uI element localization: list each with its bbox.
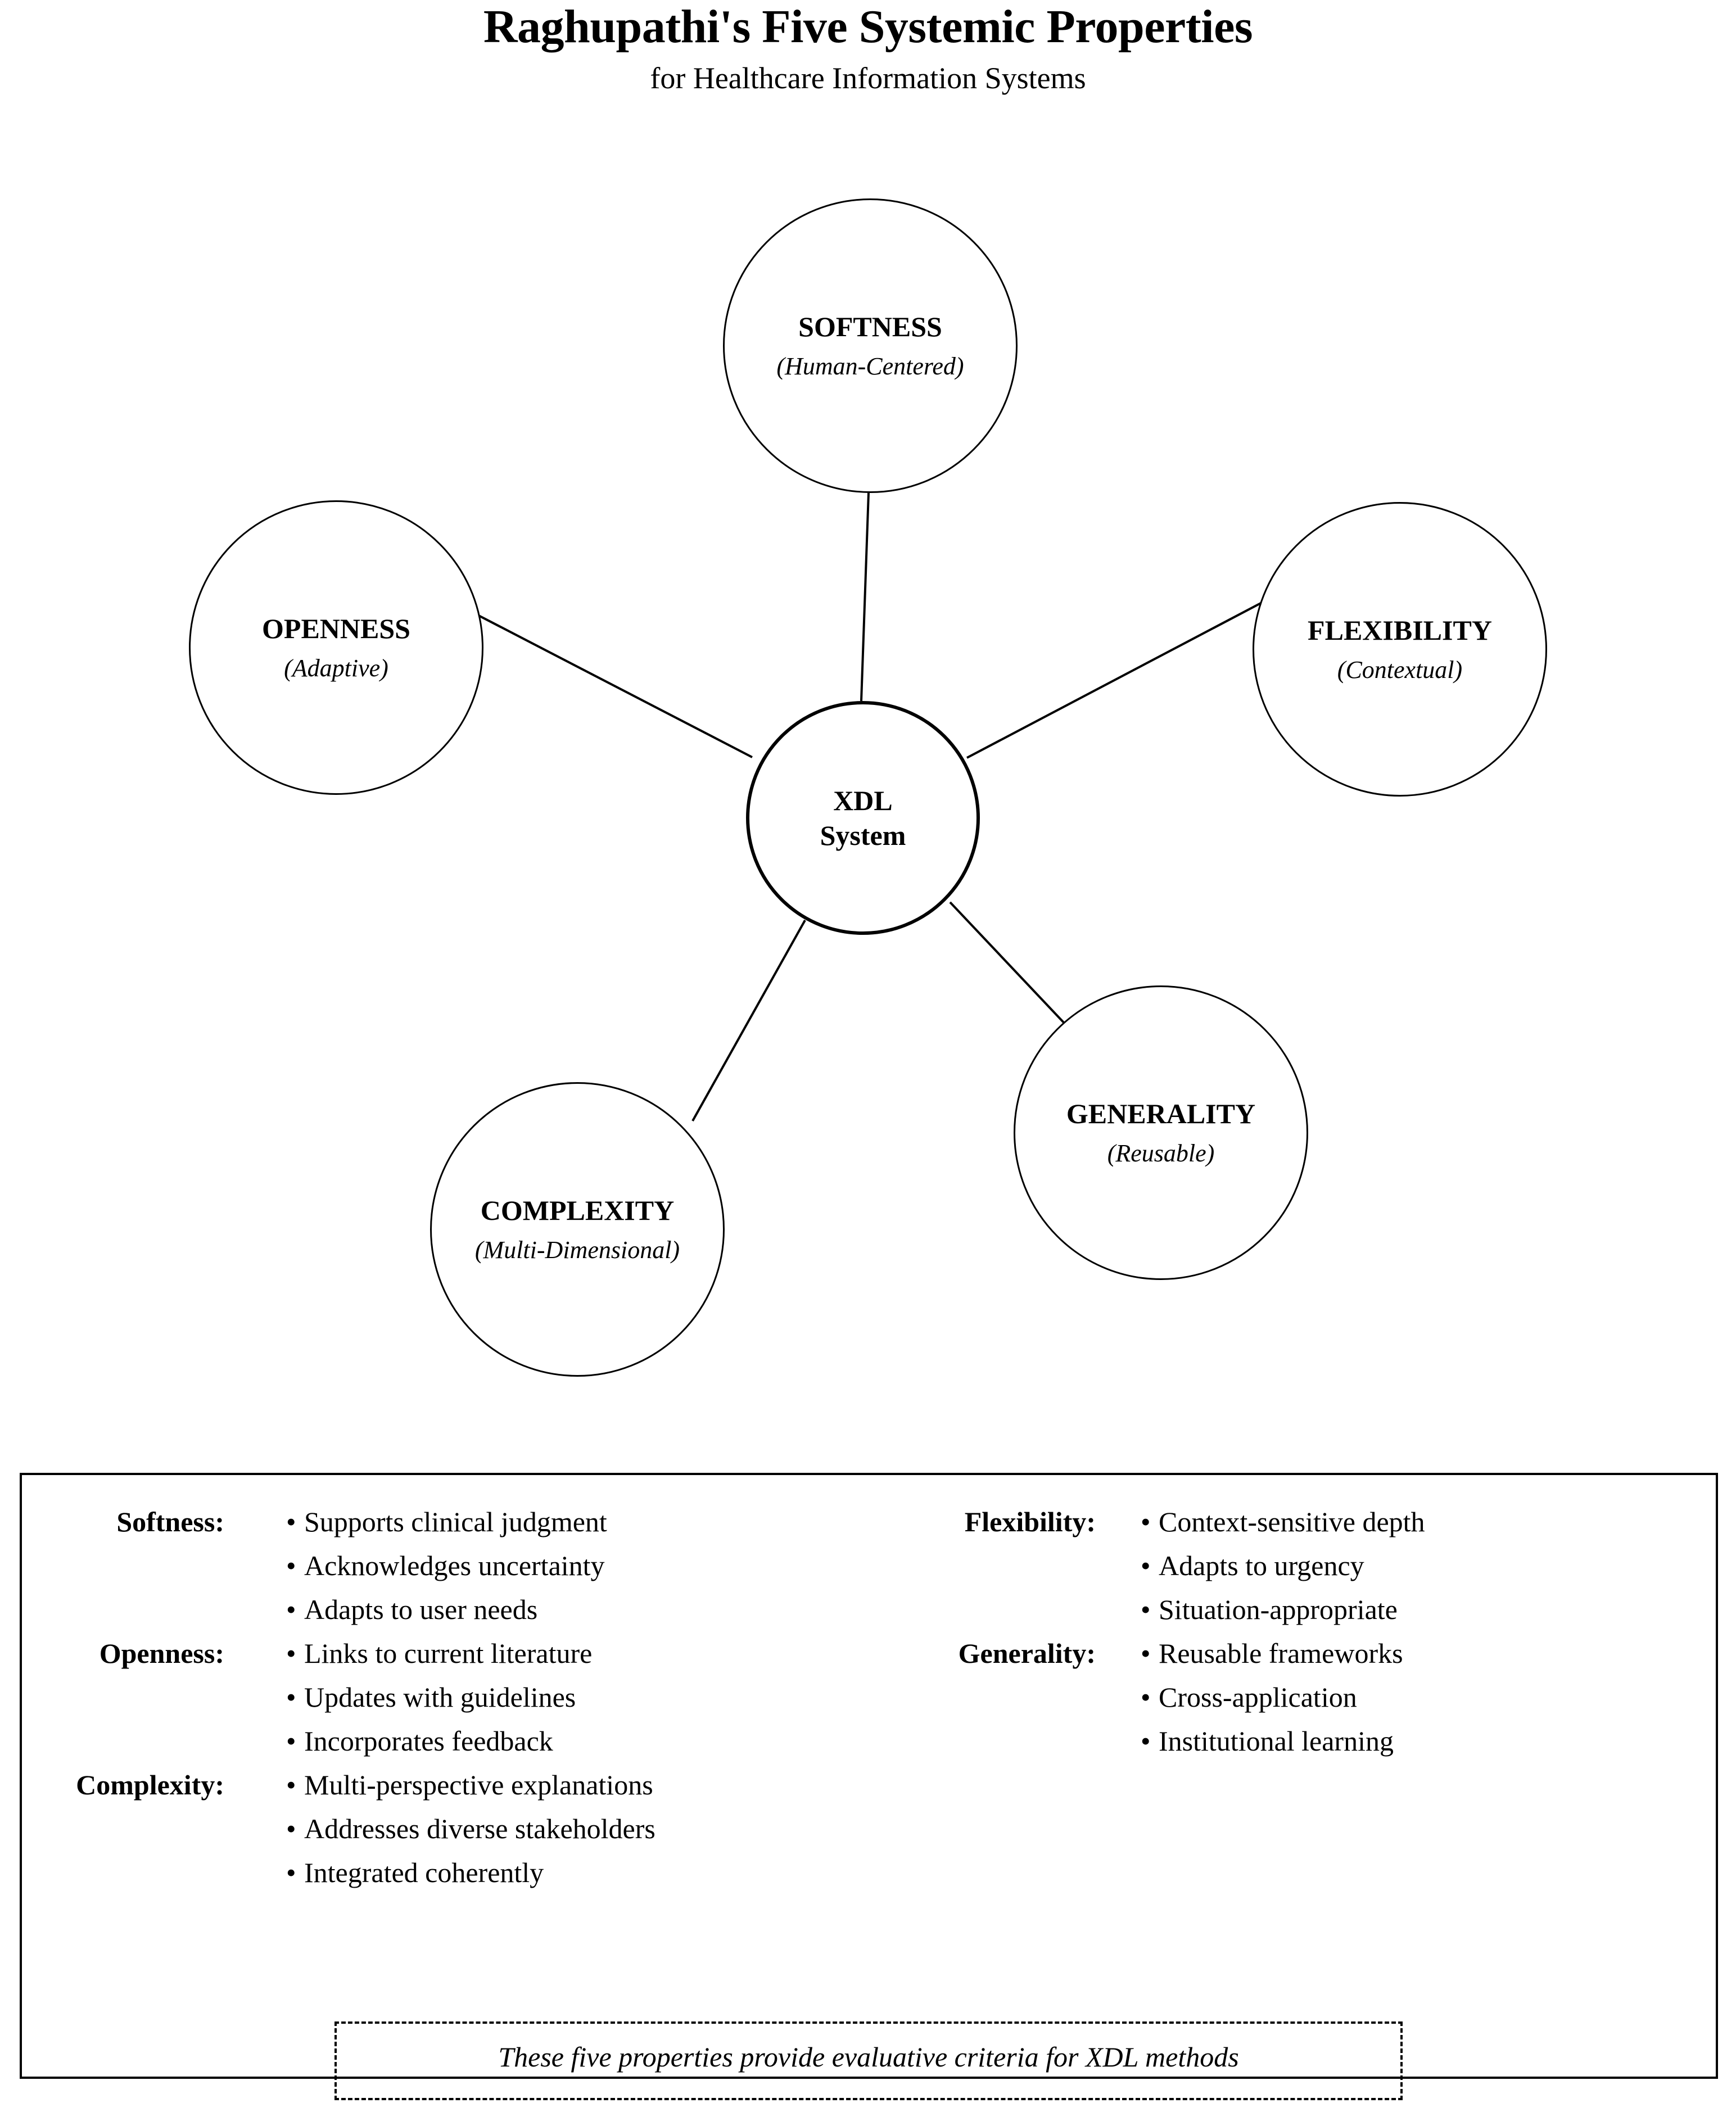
bullet-icon: • [286,1594,296,1625]
node-flexibility-title: FLEXIBILITY [1308,614,1492,646]
spoke-line-openness [471,610,753,758]
node-complexity-title: COMPLEXITY [480,1194,675,1226]
list-item-text: Links to current literature [304,1638,593,1669]
list-item-text: Reusable frameworks [1159,1638,1403,1669]
spoke-lines-group [471,492,1267,1121]
bullet-icon: • [286,1550,296,1581]
node-softness[interactable]: SOFTNESS (Human-Centered) [723,198,1018,493]
bullet-icon: • [1141,1725,1151,1757]
bullet-icon: • [1141,1594,1151,1625]
list-item: • Situation-appropriate [1141,1595,1425,1623]
list-item: • Links to current literature [286,1639,592,1667]
legend-label-softness: Softness: [116,1506,224,1537]
legend-items-complexity: •Multi-perspective explanations •Address… [286,1771,655,1902]
legend-panel: Softness: • Supports clinical judgment • A… [20,1473,1718,2079]
list-item-text: Addresses diverse stakeholders [304,1813,655,1844]
legend-items-flexibility: • Context-sensitive depth • Adapts to urge… [1141,1508,1425,1639]
bullet-icon: • [1141,1550,1151,1581]
page-subtitle: for Healthcare Information Systems [650,61,1086,96]
node-flexibility[interactable]: FLEXIBILITY (Contextual) [1253,502,1547,797]
bullet-icon: • [286,1681,296,1713]
legend-label-openness: Openness: [99,1638,224,1669]
list-item: • Acknowledges uncertainty [286,1552,607,1580]
legend-label-complexity: Complexity: [76,1769,224,1801]
list-item-text: Situation-appropriate [1159,1594,1398,1625]
bullet-icon: • [286,1813,296,1844]
bullet-icon: • [286,1725,296,1757]
spoke-line-flexibility [966,599,1267,759]
node-generality-subtitle: (Reusable) [1107,1139,1215,1168]
legend-group-openness: Openness: • Links to current literature •… [22,1638,593,1771]
node-generality[interactable]: GENERALITY (Reusable) [1014,985,1308,1280]
legend-label-generality: Generality: [958,1638,1096,1669]
spoke-line-generality [949,901,1066,1025]
page-title: Raghupathi's Five Systemic Properties [483,1,1253,53]
legend-label-flexibility: Flexibility: [964,1506,1096,1537]
legend-items-openness: •Links to current literature •Updates wi… [286,1639,592,1771]
hub-and-spoke-diagram: SOFTNESS (Human-Centered) FLEXIBILITY (C… [189,198,1547,1377]
bullet-icon: • [286,1506,296,1537]
list-item: •Incorporates feedback [286,1727,592,1755]
bullet-icon: • [286,1638,296,1669]
legend-group-softness: Softness: • Supports clinical judgment • A… [22,1508,607,1639]
list-item-text: Adapts to user needs [304,1594,538,1625]
list-item-text: Supports clinical judgment [304,1506,607,1537]
legend-group-flexibility: Flexibility: • Context-sensitive depth • A… [854,1508,1425,1639]
node-complexity[interactable]: COMPLEXITY (Multi-Dimensional) [430,1082,725,1377]
bullet-icon: • [1141,1638,1151,1669]
list-item: •Cross-application [1141,1683,1403,1711]
node-xdl-system-line1: XDL [833,784,893,816]
list-item: • Adapts to user needs [286,1595,607,1623]
spoke-line-complexity [691,920,806,1121]
bullet-icon: • [286,1769,296,1801]
list-item-text: Integrated coherently [304,1857,544,1888]
node-xdl-system[interactable]: XDL System [746,701,980,935]
spoke-line-softness [860,492,870,702]
list-item: •Updates with guidelines [286,1683,592,1711]
list-item-text: Adapts to urgency [1159,1550,1364,1581]
legend-group-complexity: Complexity: •Multi-perspective explanati… [22,1771,655,1902]
page-header: Raghupathi's Five Systemic Properties fo… [0,0,1736,96]
list-item: • Adapts to urgency [1141,1552,1425,1580]
list-item: •Multi-perspective explanations [286,1771,655,1799]
legend-items-generality: •Reusable frameworks •Cross-application … [1141,1639,1403,1771]
node-flexibility-subtitle: (Contextual) [1337,656,1463,684]
list-item: •Institutional learning [1141,1727,1403,1755]
node-softness-title: SOFTNESS [798,310,942,342]
list-item: • Reusable frameworks [1141,1639,1403,1667]
list-item: • Addresses diverse stakeholders [286,1815,655,1843]
node-openness[interactable]: OPENNESS (Adaptive) [189,500,483,795]
list-item-text: Institutional learning [1159,1725,1394,1757]
bullet-icon: • [286,1857,296,1888]
node-softness-subtitle: (Human-Centered) [776,352,964,381]
summary-note-box: These five properties provide evaluative… [334,2021,1403,2100]
list-item-text: Acknowledges uncertainty [304,1550,605,1581]
list-item: • Supports clinical judgment [286,1508,607,1536]
bullet-icon: • [1141,1681,1151,1713]
node-complexity-subtitle: (Multi-Dimensional) [474,1236,680,1264]
summary-note-text: These five properties provide evaluative… [498,2041,1239,2073]
list-item: • Integrated coherently [286,1858,655,1887]
legend-group-generality: Generality: •Reusable frameworks •Cross-… [854,1639,1403,1771]
bullet-icon: • [1141,1506,1151,1537]
node-generality-title: GENERALITY [1066,1097,1256,1129]
list-item-text: Incorporates feedback [304,1725,553,1757]
node-openness-title: OPENNESS [262,612,410,644]
node-xdl-system-line2: System [820,820,906,851]
list-item: • Context-sensitive depth [1141,1508,1425,1536]
list-item-text: Cross-application [1159,1681,1357,1713]
legend-items-softness: • Supports clinical judgment • Acknowledge… [286,1508,607,1639]
list-item-text: Updates with guidelines [304,1681,576,1713]
node-openness-subtitle: (Adaptive) [284,654,388,682]
list-item-text: Context-sensitive depth [1159,1506,1425,1537]
list-item-text: Multi-perspective explanations [304,1769,653,1801]
